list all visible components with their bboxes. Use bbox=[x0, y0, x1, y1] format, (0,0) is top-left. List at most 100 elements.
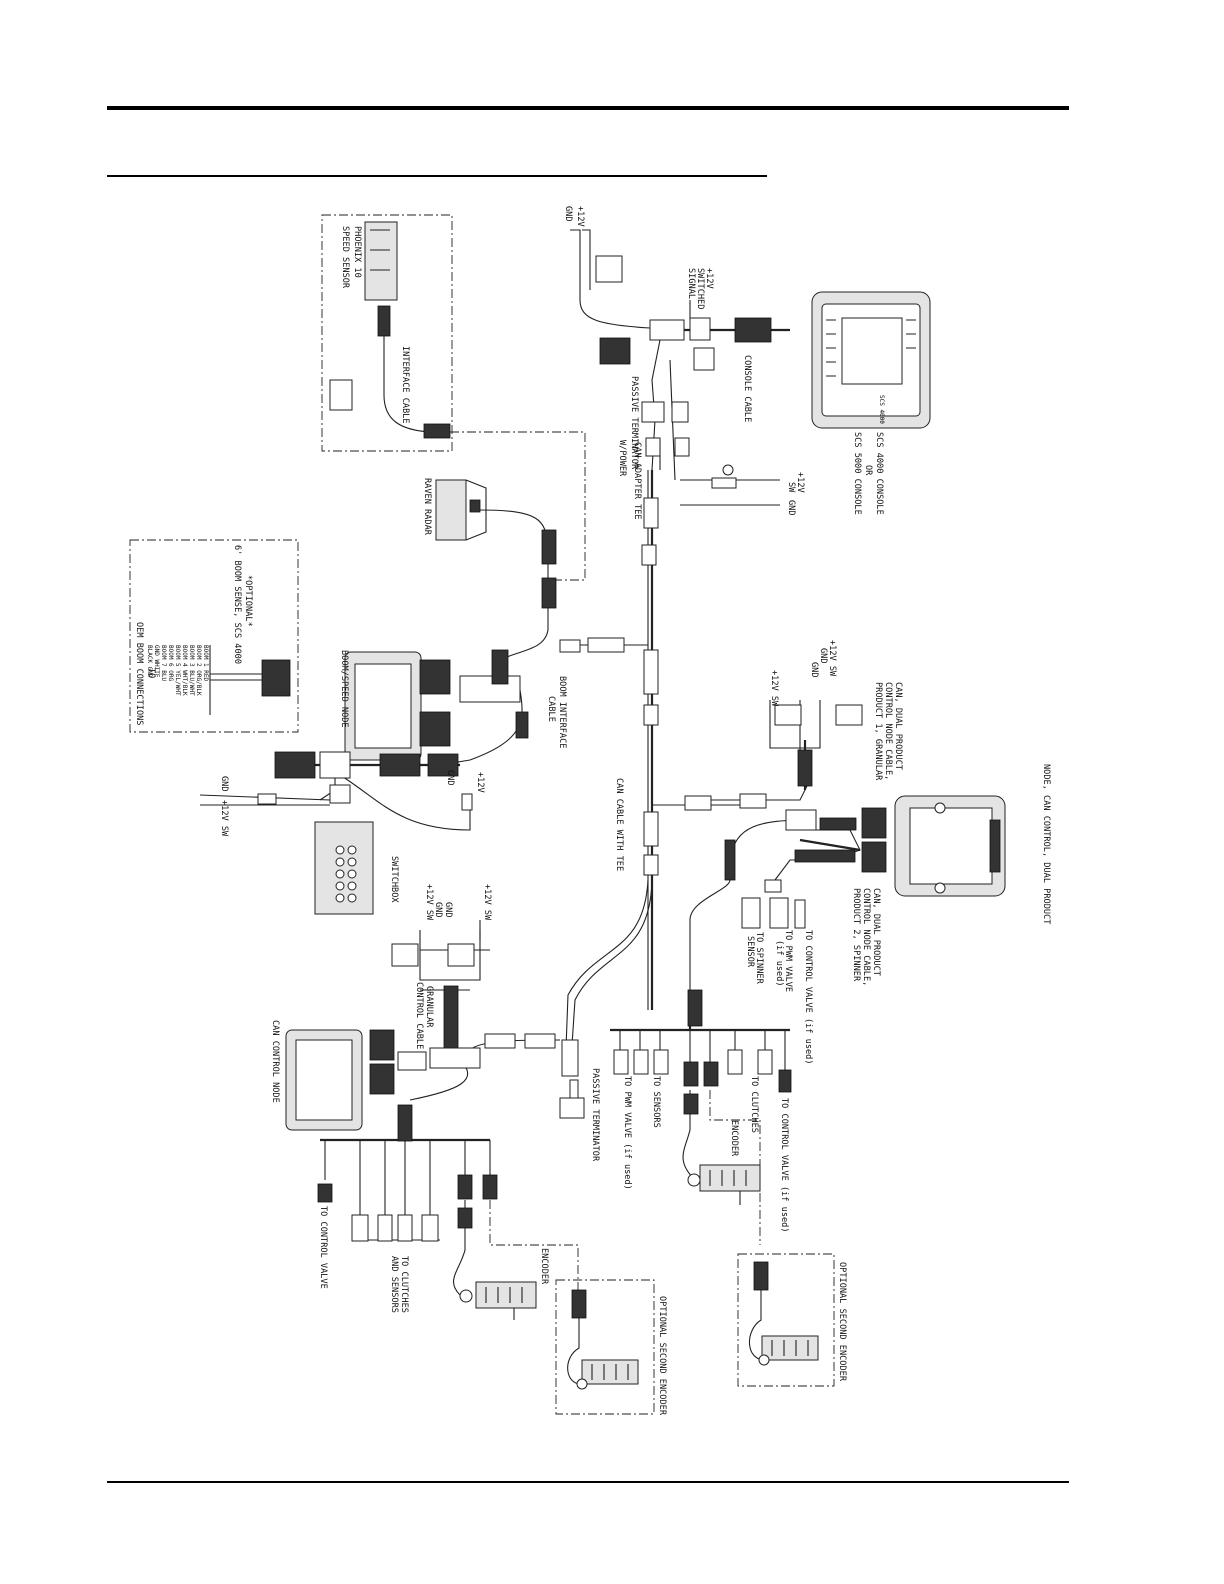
console-tee-plug bbox=[693, 347, 715, 371]
sensor-plug-2 bbox=[421, 1214, 439, 1242]
label-12v-sw-g1: +12V SW bbox=[482, 884, 492, 921]
label-signal: SIGNAL bbox=[686, 268, 696, 299]
label-encoder-left: ENCODER bbox=[539, 1248, 549, 1285]
pwm-connector bbox=[613, 1049, 629, 1075]
label-dual-cable1-3: PRODUCT 1, GRANULAR bbox=[873, 682, 883, 781]
label-12v-sw-r2: +12V SW bbox=[769, 670, 779, 707]
phoenix-speed-sensor bbox=[364, 221, 398, 301]
label-to-control-valve: TO CONTROL VALVE bbox=[318, 1206, 328, 1289]
optional-second-encoder-right bbox=[737, 1253, 835, 1387]
ctrl-valve-plug bbox=[794, 899, 806, 929]
boom-trunk-plug-2 bbox=[559, 639, 581, 653]
boom-row: BOOM 2 ORG/BLK bbox=[195, 645, 202, 696]
label-to-pwm-valve-used: TO PWM VALVE (if used) bbox=[622, 1076, 632, 1190]
label-gnd-top: GND bbox=[563, 206, 573, 222]
boom-trunk-plug bbox=[587, 637, 625, 653]
trunk-connector-4 bbox=[643, 811, 659, 847]
boom-speed-node bbox=[344, 649, 521, 761]
dual-bus-feed bbox=[687, 989, 703, 1027]
label-node-dual: NODE, CAN CONTROL, DUAL PRODUCT bbox=[1041, 764, 1051, 924]
encoder-lead bbox=[683, 1093, 699, 1115]
label-passive-terminator-power: PASSIVE TERMINATOR bbox=[629, 376, 639, 470]
spinner-splitter bbox=[764, 879, 782, 893]
label-dual-cable2-3: PRODUCT 2, SPINNER bbox=[851, 888, 861, 982]
top-rule bbox=[107, 106, 1069, 110]
boom-tee-connector bbox=[319, 751, 351, 779]
passive-terminator-power bbox=[641, 401, 665, 423]
clutch-connector-a bbox=[727, 1049, 743, 1075]
left-fuse bbox=[257, 793, 277, 805]
boom-interface-inline bbox=[515, 711, 529, 739]
ctrl-valve-connector bbox=[778, 1069, 792, 1093]
ctrl-valve-plug-left bbox=[317, 1183, 333, 1203]
passive-terminator-plug bbox=[561, 1039, 579, 1077]
dual-power-plug-2 bbox=[835, 704, 863, 726]
boom-sense-connector bbox=[261, 659, 291, 697]
label-raven-radar: RAVEN RADAR bbox=[422, 478, 432, 536]
dual-tee bbox=[785, 809, 817, 831]
label-optional-1: *OPTIONAL* bbox=[243, 575, 253, 627]
label-to-pwm-valve-1: TO PWM VALVE bbox=[783, 930, 793, 992]
can-node-feed bbox=[397, 1104, 413, 1142]
label-can-adapter-tee: CAN ADAPTER TEE bbox=[632, 442, 642, 520]
boom-row: BOOM 1 RED bbox=[202, 645, 209, 682]
console-cable-connector bbox=[734, 317, 772, 343]
can-adapter-plug-2 bbox=[674, 437, 690, 457]
dual-cable-2-coil bbox=[794, 849, 856, 863]
label-gnd-sw-left: GND bbox=[219, 776, 229, 792]
label-dual-cable2-1: CAN, DUAL PRODUCT bbox=[871, 888, 881, 976]
label-to-spinner-2: SENSOR bbox=[745, 936, 755, 968]
boom-row: BOOM 5 YEL/WHT bbox=[174, 645, 181, 696]
boom-row: BLACK GND bbox=[146, 645, 153, 678]
label-switchbox: SWITCHBOX bbox=[389, 856, 399, 903]
label-opt-second-enc-right: OPTIONAL SECOND ENCODER bbox=[837, 1262, 847, 1382]
label-scs-console-3: SCS 5000 CONSOLE bbox=[852, 432, 862, 515]
label-to-spinner-1: TO SPINNER bbox=[754, 932, 764, 985]
label-12v-sw-r1: +12V SW bbox=[827, 640, 837, 677]
label-gnd-r1: GND bbox=[818, 648, 828, 664]
label-phoenix-1: PHOENIX 10 bbox=[352, 226, 362, 278]
tee-branch-plug-2 bbox=[739, 793, 767, 809]
boom-row: BOOM 6 ORG bbox=[167, 645, 174, 682]
label-interface-cable: INTERFACE CABLE bbox=[400, 346, 410, 424]
sensor-plug bbox=[329, 379, 353, 411]
label-switched: SWITCHED bbox=[695, 268, 705, 309]
sensor-connector bbox=[377, 305, 391, 337]
label-gnd-g1: GND bbox=[443, 902, 453, 918]
label-to-ctrl-valve-used: TO CONTROL VALVE (if used) bbox=[803, 930, 813, 1065]
label-boom-speed-node: BOOM/SPEED NODE bbox=[339, 650, 349, 728]
label-scs-console-1: SCS 4000 CONSOLE bbox=[874, 432, 884, 515]
encoder-plug-left-a bbox=[457, 1174, 473, 1200]
label-passive-terminator-power-2: W/POWER bbox=[617, 440, 627, 477]
dual-cable-1-upper bbox=[797, 749, 813, 787]
boom-row: GND WHITE bbox=[153, 645, 160, 678]
label-opt-second-enc-left: OPTIONAL SECOND ENCODER bbox=[657, 1296, 667, 1416]
tee-branch-plug-1 bbox=[684, 795, 712, 811]
granular-trunk-plug-1 bbox=[484, 1033, 516, 1049]
clutch-plug-1 bbox=[351, 1214, 369, 1242]
can-adapter-plug-1 bbox=[645, 437, 661, 457]
label-granular-2: CONTROL CABLE bbox=[414, 982, 424, 1049]
console-brand-text: SCS 4000 bbox=[878, 395, 885, 424]
optional-second-encoder-left bbox=[555, 1279, 655, 1415]
label-phoenix-2: SPEED SENSOR bbox=[340, 226, 350, 289]
label-12v-sw-1: +12V bbox=[795, 472, 805, 493]
label-encoder-right: ENCODER bbox=[729, 1120, 739, 1157]
label-scs-console-2: OR bbox=[863, 465, 873, 476]
interface-connector bbox=[423, 423, 451, 439]
granular-power-plug-2 bbox=[447, 943, 475, 967]
ring-terminal bbox=[722, 464, 734, 476]
granular-coil bbox=[443, 985, 459, 1051]
label-to-clutches: TO CLUTCHES bbox=[749, 1076, 759, 1133]
trunk-connector-3 bbox=[643, 704, 659, 726]
encoder-connector-b bbox=[703, 1061, 719, 1087]
dual-cable-1-coil bbox=[819, 817, 857, 831]
label-to-clutches-sensors-1: TO CLUTCHES bbox=[399, 1256, 409, 1313]
label-can-cable-tee: CAN CABLE WITH TEE bbox=[614, 778, 624, 871]
label-to-clutches-sensors-2: AND SENSORS bbox=[389, 1256, 399, 1313]
fuse-holder bbox=[711, 477, 737, 489]
boom-right-connector bbox=[427, 753, 459, 777]
spinner-sensor-plug bbox=[741, 897, 761, 929]
sensor-plug-1 bbox=[397, 1214, 413, 1242]
trunk-connector-2 bbox=[643, 649, 659, 695]
